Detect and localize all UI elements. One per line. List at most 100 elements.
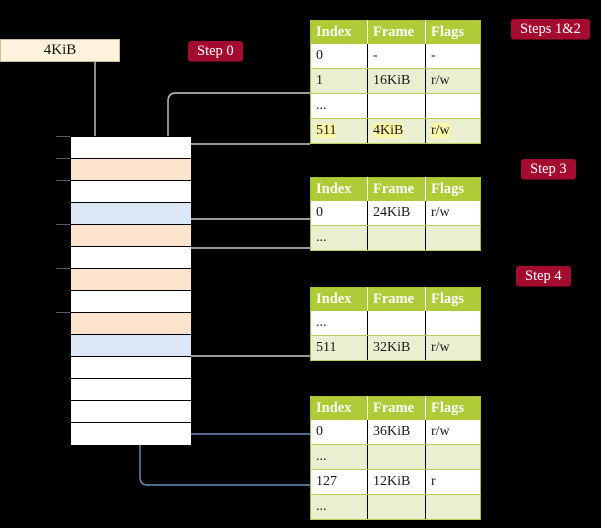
table-cell: r [425, 469, 481, 495]
memory-frame-row [71, 137, 191, 159]
table-cell: 127 [310, 469, 368, 495]
cell-text: r/w [431, 73, 450, 88]
table-cell: ... [310, 93, 368, 119]
table-cell [367, 494, 426, 520]
memory-frame-row [71, 291, 191, 313]
table-cell: 1 [310, 68, 368, 94]
source-frame-box: 4KiB [0, 39, 120, 62]
source-frame-label: 4KiB [43, 42, 77, 58]
table-cell: 12KiB [367, 469, 426, 495]
memory-row-tick [56, 312, 70, 313]
cell-text: ... [316, 230, 327, 245]
memory-frame-row [71, 313, 191, 335]
cell-text: 12KiB [373, 474, 411, 489]
badge-step-0: Step 0 [188, 41, 243, 61]
table-row: ... [310, 494, 481, 520]
cell-text: ... [316, 499, 327, 514]
table-cell [425, 225, 481, 251]
memory-frame-row [71, 335, 191, 357]
table-cell [367, 444, 426, 470]
column-header-index: Index [310, 177, 368, 201]
cell-text: r/w [431, 340, 450, 355]
table-cell: 16KiB [367, 68, 426, 94]
table-cell [425, 494, 481, 520]
table-cell [367, 310, 426, 336]
table-cell: 24KiB [367, 200, 426, 226]
memory-frame-row [71, 181, 191, 203]
cell-text: 1 [316, 73, 323, 88]
cell-text: 127 [316, 474, 337, 489]
memory-frame-row [71, 401, 191, 423]
table-cell [425, 93, 481, 119]
column-header-index: Index [310, 20, 368, 44]
column-header-flags: Flags [425, 177, 481, 201]
cell-text: 36KiB [373, 423, 411, 439]
column-header-index: Index [310, 287, 368, 311]
table-row: ... [310, 93, 481, 119]
badge-step-4: Step 4 [516, 266, 571, 286]
table-row: ... [310, 310, 481, 336]
table-cell: 511 [310, 118, 368, 144]
table-cell: 511 [310, 335, 368, 361]
badge-steps-1-2: Steps 1&2 [511, 19, 590, 39]
memory-frame-row [71, 269, 191, 291]
table-cell: ... [310, 310, 368, 336]
table-row: ... [310, 225, 481, 251]
table-row: 0 36KiB r/w [310, 419, 481, 445]
column-header-frame: Frame [367, 396, 426, 420]
cell-text: r [431, 474, 436, 489]
cell-text: 511 [316, 123, 337, 138]
column-header-index: Index [310, 396, 368, 420]
cell-text: - [373, 47, 378, 63]
table-cell: ... [310, 225, 368, 251]
cell-text: 0 [316, 204, 323, 220]
badge-step-3: Step 3 [521, 159, 576, 179]
column-header-frame: Frame [367, 177, 426, 201]
table-cell [425, 310, 481, 336]
cell-text: 511 [316, 340, 337, 355]
cell-text: 4KiB [373, 123, 404, 138]
memory-frame-row [71, 423, 191, 445]
table-cell: ... [310, 444, 368, 470]
memory-frame-row [71, 379, 191, 401]
memory-row-tick [56, 268, 70, 269]
cell-text: 16KiB [373, 73, 411, 88]
table-row: 0 - - [310, 43, 481, 69]
table-cell: 0 [310, 419, 368, 445]
table-cell [367, 225, 426, 251]
table-cell: r/w [425, 335, 481, 361]
memory-frame-row [71, 203, 191, 225]
table-cell: r/w [425, 419, 481, 445]
badge-step-4-label: Step 4 [525, 268, 562, 284]
column-header-frame: Frame [367, 20, 426, 44]
table-cell: - [425, 43, 481, 69]
memory-frame-row [71, 247, 191, 269]
memory-row-tick [56, 158, 70, 159]
column-header-flags: Flags [425, 396, 481, 420]
cell-text: ... [316, 98, 327, 113]
cell-text: 0 [316, 47, 323, 63]
table-cell: 4KiB [367, 118, 426, 144]
table-cell [367, 93, 426, 119]
badge-step-3-label: Step 3 [530, 161, 567, 177]
table-cell: 32KiB [367, 335, 426, 361]
cell-text: 24KiB [373, 204, 411, 220]
memory-row-tick [56, 136, 70, 137]
column-header-frame: Frame [367, 287, 426, 311]
table-cell: 0 [310, 200, 368, 226]
cell-text: 32KiB [373, 340, 411, 355]
cell-text: 0 [316, 423, 323, 439]
table-row: ... [310, 444, 481, 470]
table-row: 511 32KiB r/w [310, 335, 481, 361]
table-cell: r/w [425, 68, 481, 94]
table-row: 127 12KiB r [310, 469, 481, 495]
memory-frame-row [71, 159, 191, 181]
cell-text: r/w [431, 423, 450, 439]
